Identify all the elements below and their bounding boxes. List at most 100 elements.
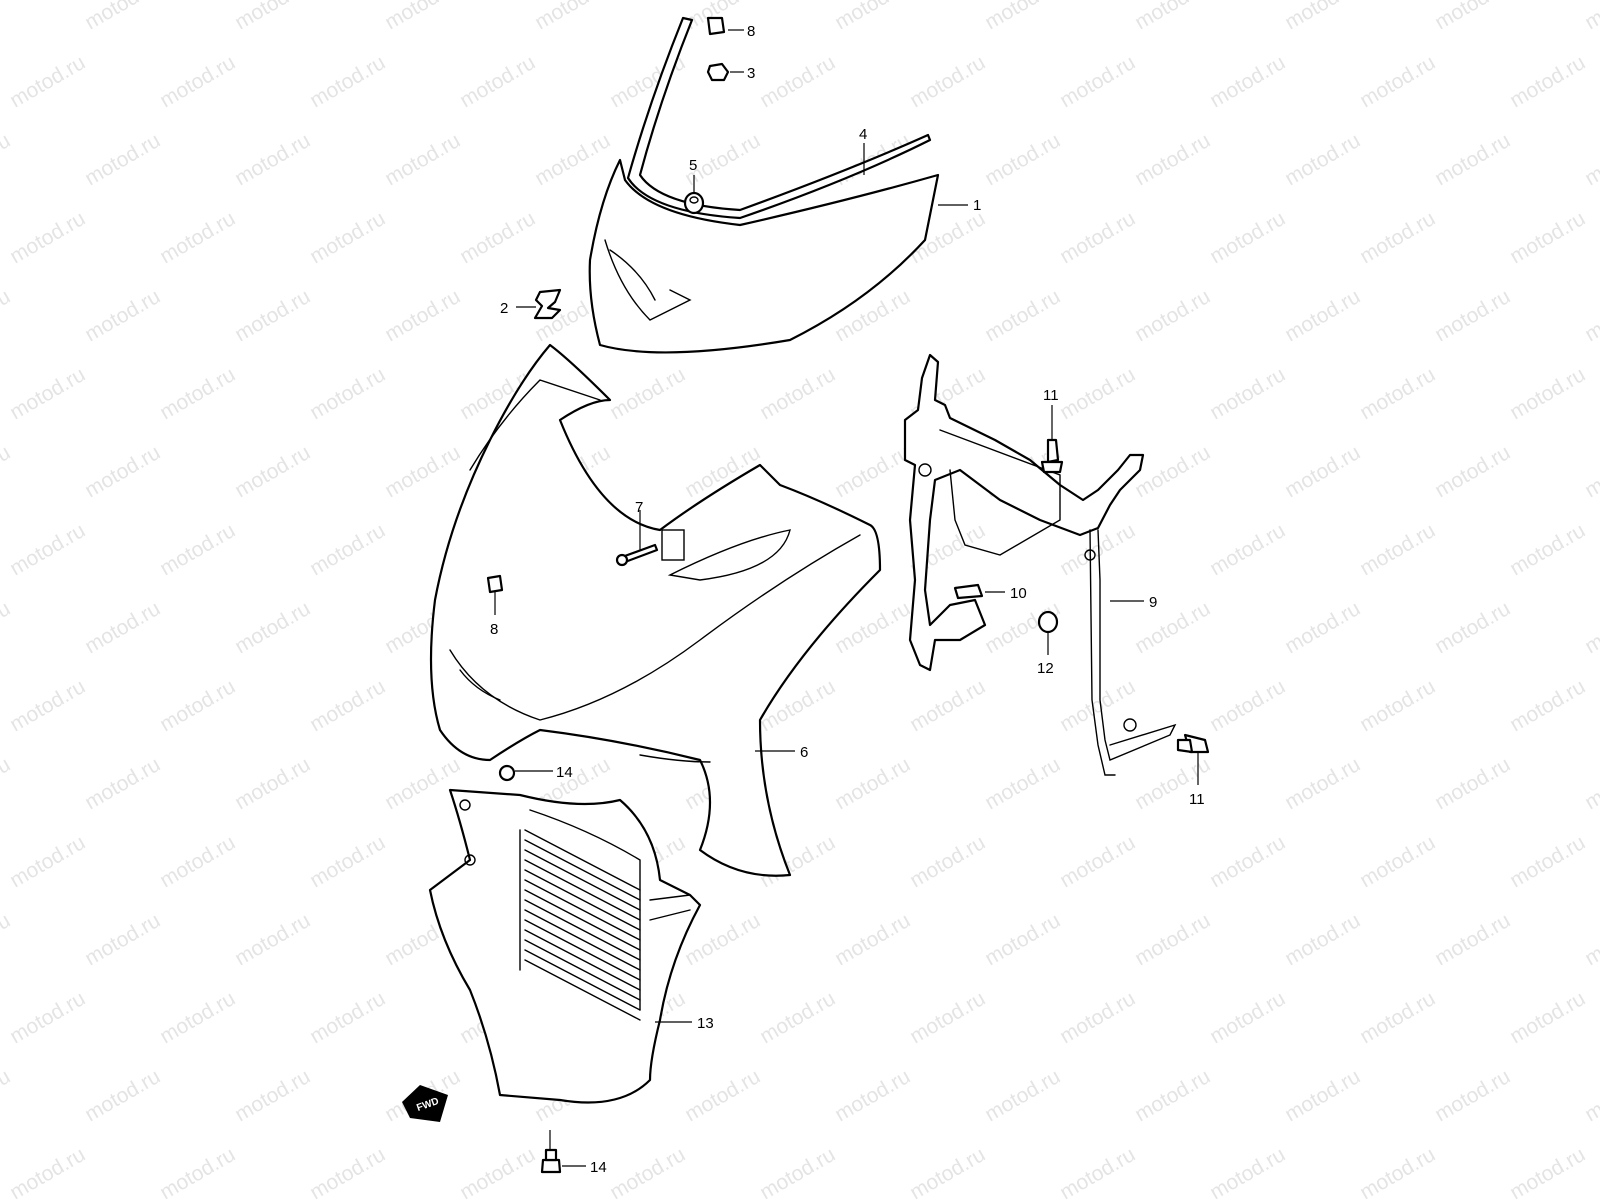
watermark-text: motod.ru <box>1131 1065 1214 1126</box>
callout-1: 1 <box>973 197 981 214</box>
watermark-text: motod.ru <box>1056 675 1139 736</box>
watermark-text: motod.ru <box>306 207 389 268</box>
part-1-upper-cover <box>588 158 940 354</box>
watermark-text: motod.ru <box>0 909 14 970</box>
watermark-text: motod.ru <box>1431 909 1514 970</box>
watermark-text: motod.ru <box>156 207 239 268</box>
watermark-text: motod.ru <box>1356 519 1439 580</box>
watermark-text: motod.ru <box>1206 831 1289 892</box>
watermark-text: motod.ru <box>231 753 314 814</box>
part-9-bracket <box>903 353 1177 776</box>
watermark-text: motod.ru <box>1581 597 1600 658</box>
watermark-text: motod.ru <box>381 285 464 346</box>
watermark-text: motod.ru <box>906 987 989 1048</box>
watermark-text: motod.ru <box>1131 285 1214 346</box>
watermark-text: motod.ru <box>1506 207 1589 268</box>
grille-slats <box>524 829 641 1021</box>
watermark-text: motod.ru <box>156 675 239 736</box>
watermark-text: motod.ru <box>81 909 164 970</box>
watermark-text: motod.ru <box>381 129 464 190</box>
part-8-clip-mid <box>486 574 504 594</box>
watermark-text: motod.ru <box>1281 1065 1364 1126</box>
watermark-text: motod.ru <box>1581 285 1600 346</box>
watermark-text: motod.ru <box>1356 987 1439 1048</box>
watermark-text: motod.ru <box>831 0 914 34</box>
watermark-text: motod.ru <box>81 1065 164 1126</box>
grille-slat <box>524 849 641 911</box>
callout-3: 3 <box>747 65 755 82</box>
watermark-text: motod.ru <box>231 0 314 34</box>
watermark-text: motod.ru <box>1581 753 1600 814</box>
callout-13: 13 <box>697 1015 714 1032</box>
grille-slat <box>524 839 641 901</box>
watermark-text: motod.ru <box>1581 1065 1600 1126</box>
watermark-text: motod.ru <box>1431 1065 1514 1126</box>
part-6-front-cover <box>429 343 882 877</box>
watermark-text: motod.ru <box>1206 987 1289 1048</box>
grille-slat <box>524 859 641 921</box>
watermark-text: motod.ru <box>1206 519 1289 580</box>
watermark-text: motod.ru <box>0 0 14 34</box>
watermark-text: motod.ru <box>156 1143 239 1200</box>
watermark-text: motod.ru <box>981 285 1064 346</box>
callout-5: 5 <box>689 157 697 174</box>
callout-8-mid: 8 <box>490 621 498 638</box>
watermark-text: motod.ru <box>1356 363 1439 424</box>
watermark-text: motod.ru <box>1281 285 1364 346</box>
watermark-text: motod.ru <box>1056 987 1139 1048</box>
watermark-text: motod.ru <box>1131 129 1214 190</box>
part-2-emblem <box>533 288 562 320</box>
part-11-bolt-upper <box>1040 438 1064 474</box>
callout-14-bottom: 14 <box>590 1159 607 1176</box>
callout-7: 7 <box>635 499 643 516</box>
watermark-text: motod.ru <box>1431 0 1514 34</box>
part-12-grommet <box>1037 610 1059 634</box>
watermark-text: motod.ru <box>1056 51 1139 112</box>
grille-slat <box>524 869 641 931</box>
watermark-text: motod.ru <box>6 987 89 1048</box>
watermark-text: motod.ru <box>231 441 314 502</box>
watermark-text: motod.ru <box>1206 363 1289 424</box>
watermark-text: motod.ru <box>1206 675 1289 736</box>
watermark-text: motod.ru <box>1356 1143 1439 1200</box>
watermark-text: motod.ru <box>1581 441 1600 502</box>
grille-slat <box>524 939 641 1001</box>
watermark-text: motod.ru <box>6 831 89 892</box>
watermark-text: motod.ru <box>1206 1143 1289 1200</box>
watermark-text: motod.ru <box>1356 675 1439 736</box>
part-3-nut <box>706 62 730 82</box>
watermark-text: motod.ru <box>831 909 914 970</box>
watermark-text: motod.ru <box>1506 675 1589 736</box>
watermark-text: motod.ru <box>6 519 89 580</box>
callout-11-upper: 11 <box>1043 387 1059 404</box>
watermark-text: motod.ru <box>156 831 239 892</box>
watermark-text: motod.ru <box>981 0 1064 34</box>
watermark-text: motod.ru <box>981 1065 1064 1126</box>
watermark-text: motod.ru <box>81 753 164 814</box>
watermark-text: motod.ru <box>381 0 464 34</box>
watermark-text: motod.ru <box>306 1143 389 1200</box>
watermark-text: motod.ru <box>1506 363 1589 424</box>
watermark-text: motod.ru <box>831 753 914 814</box>
watermark-text: motod.ru <box>456 1143 539 1200</box>
callout-8-top: 8 <box>747 23 755 40</box>
watermark-text: motod.ru <box>456 51 539 112</box>
watermark-text: motod.ru <box>531 129 614 190</box>
watermark-text: motod.ru <box>1356 831 1439 892</box>
watermark-text: motod.ru <box>1581 129 1600 190</box>
watermark-text: motod.ru <box>1581 909 1600 970</box>
watermark-text: motod.ru <box>6 207 89 268</box>
part-13-grille-cover <box>428 788 702 1104</box>
watermark-text: motod.ru <box>381 441 464 502</box>
watermark-text: motod.ru <box>756 363 839 424</box>
watermark-text: motod.ru <box>156 519 239 580</box>
watermark-text: motod.ru <box>0 753 14 814</box>
watermark-text: motod.ru <box>1506 1143 1589 1200</box>
watermark-text: motod.ru <box>1431 753 1514 814</box>
watermark-text: motod.ru <box>906 831 989 892</box>
watermark-text: motod.ru <box>1506 51 1589 112</box>
watermark-text: motod.ru <box>1131 0 1214 34</box>
watermark-text: motod.ru <box>306 987 389 1048</box>
watermark-text: motod.ru <box>981 753 1064 814</box>
watermark-text: motod.ru <box>906 675 989 736</box>
